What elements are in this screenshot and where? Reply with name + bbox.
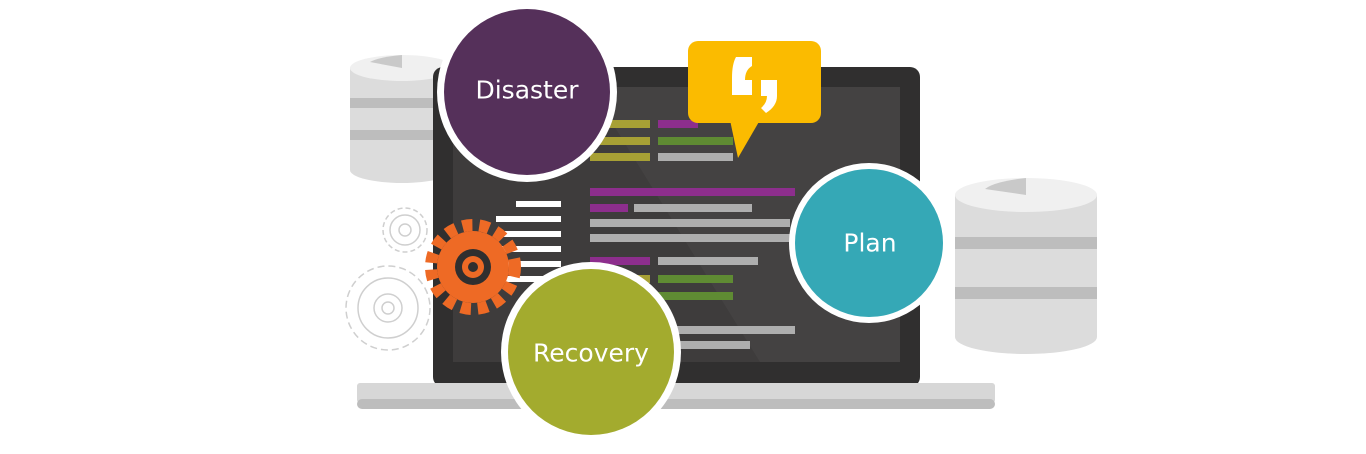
database-icon xyxy=(955,178,1097,354)
gear-icon xyxy=(425,219,521,315)
code-lines xyxy=(496,120,795,349)
disaster-label: Disaster xyxy=(475,75,579,105)
quote-icon xyxy=(688,41,821,158)
plan-bubble xyxy=(789,163,949,323)
plan-label: Plan xyxy=(843,228,897,258)
gear-icon xyxy=(345,207,431,351)
recovery-label: Recovery xyxy=(533,338,649,368)
disaster-bubble xyxy=(437,2,617,182)
recovery-bubble xyxy=(501,262,681,442)
database-icon xyxy=(350,55,454,183)
